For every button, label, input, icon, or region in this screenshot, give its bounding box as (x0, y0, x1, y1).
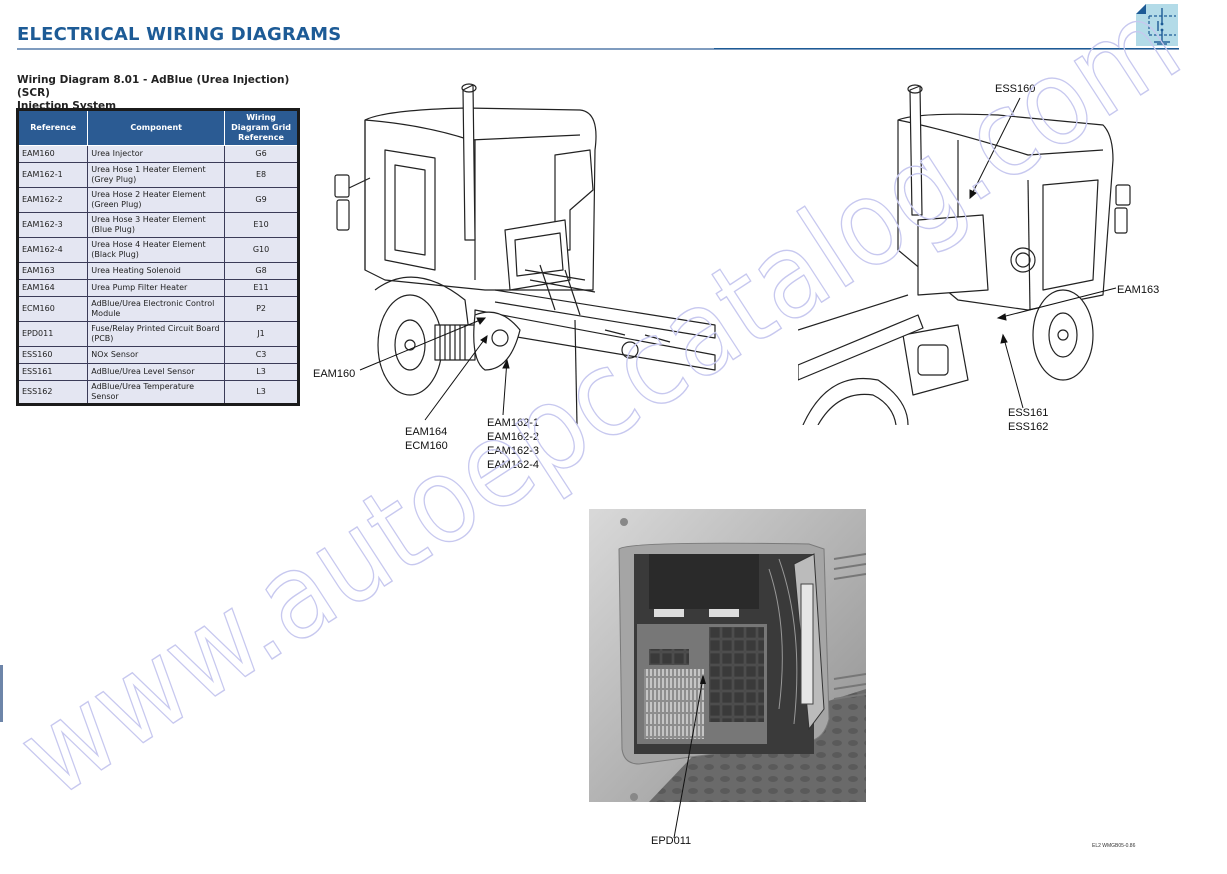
cell-component: AdBlue/Urea Temperature Sensor (87, 380, 226, 405)
cell-component: Urea Hose 1 Heater Element (Grey Plug) (87, 162, 226, 188)
cell-reference: ESS161 (16, 363, 89, 381)
callout-eam163: EAM163 (1117, 284, 1160, 296)
callout-label: EAM162-2 (487, 431, 539, 443)
fuse-relay-pcb-photo (589, 509, 866, 802)
callout-label: EAM164 (405, 426, 448, 438)
cell-reference: ECM160 (16, 296, 89, 322)
callout-label: ESS161 (1008, 407, 1049, 419)
header-reference: Reference (16, 109, 89, 146)
callout-label: EAM162-1 (487, 417, 539, 429)
callout-label: EAM162-3 (487, 445, 539, 457)
cell-component: Urea Hose 4 Heater Element (Black Plug) (87, 237, 226, 263)
cell-grid: C3 (224, 346, 299, 364)
figure-code: EL2 WMGB05-0.86 (1092, 843, 1136, 849)
cell-reference: EAM162-3 (16, 212, 89, 238)
callout-epd011: EPD011 (651, 835, 692, 847)
callout-eam160: EAM160 (313, 368, 356, 380)
cell-reference: ESS160 (16, 346, 89, 364)
left-truck-illustration (334, 83, 716, 425)
title-divider (17, 48, 1179, 50)
subtitle-line-1: Wiring Diagram 8.01 - AdBlue (Urea Injec… (17, 74, 290, 99)
cell-component: NOx Sensor (87, 346, 226, 364)
wiring-diagram-section-icon (1136, 4, 1178, 46)
epd011-callout-arrow (673, 674, 706, 839)
header-component: Component (87, 109, 226, 146)
cell-reference: EAM162-1 (16, 162, 89, 188)
cell-reference: EAM162-4 (16, 237, 89, 263)
cell-grid: E10 (224, 212, 299, 238)
cell-grid: L3 (224, 380, 299, 405)
cell-component: Urea Injector (87, 145, 226, 163)
cell-reference: EAM160 (16, 145, 89, 163)
cell-grid: G8 (224, 262, 299, 280)
cell-grid: G6 (224, 145, 299, 163)
cell-reference: EAM163 (16, 262, 89, 280)
table-header-row: Reference Component Wiring Diagram Grid … (16, 109, 299, 146)
callout-label: EAM162-4 (487, 459, 539, 471)
callout-eam164-ecm160: EAM164 ECM160 (405, 425, 448, 453)
cell-component: AdBlue/Urea Level Sensor (87, 363, 226, 381)
callout-ess160: ESS160 (995, 83, 1036, 95)
page-title: ELECTRICAL WIRING DIAGRAMS (17, 24, 342, 45)
cell-grid: E8 (224, 162, 299, 188)
right-truck-illustration (798, 84, 1131, 425)
cell-component: Urea Heating Solenoid (87, 262, 226, 280)
callout-ess161-ess162: ESS161 ESS162 (1008, 406, 1048, 434)
title-divider-accent (714, 48, 1179, 49)
cell-grid: G9 (224, 187, 299, 213)
cell-component: Urea Hose 3 Heater Element (Blue Plug) (87, 212, 226, 238)
cell-component: Fuse/Relay Printed Circuit Board (PCB) (87, 321, 226, 347)
callout-label: ESS162 (1008, 421, 1049, 433)
cell-component: Urea Hose 2 Heater Element (Green Plug) (87, 187, 226, 213)
cell-reference: ESS162 (16, 380, 89, 405)
component-reference-table: Reference Component Wiring Diagram Grid … (16, 108, 300, 406)
header-grid-reference: Wiring Diagram Grid Reference (224, 109, 299, 146)
cell-reference: EPD011 (16, 321, 89, 347)
cell-component: AdBlue/Urea Electronic Control Module (87, 296, 226, 322)
cell-reference: EAM162-2 (16, 187, 89, 213)
cell-grid: G10 (224, 237, 299, 263)
cell-grid: L3 (224, 363, 299, 381)
section-side-tab (0, 665, 3, 722)
cell-grid: E11 (224, 279, 299, 297)
callout-eam162: EAM162-1 EAM162-2 EAM162-3 EAM162-4 (487, 416, 539, 472)
cell-grid: P2 (224, 296, 299, 322)
cell-component: Urea Pump Filter Heater (87, 279, 226, 297)
callout-label: ECM160 (405, 440, 448, 452)
cell-grid: J1 (224, 321, 299, 347)
cell-reference: EAM164 (16, 279, 89, 297)
